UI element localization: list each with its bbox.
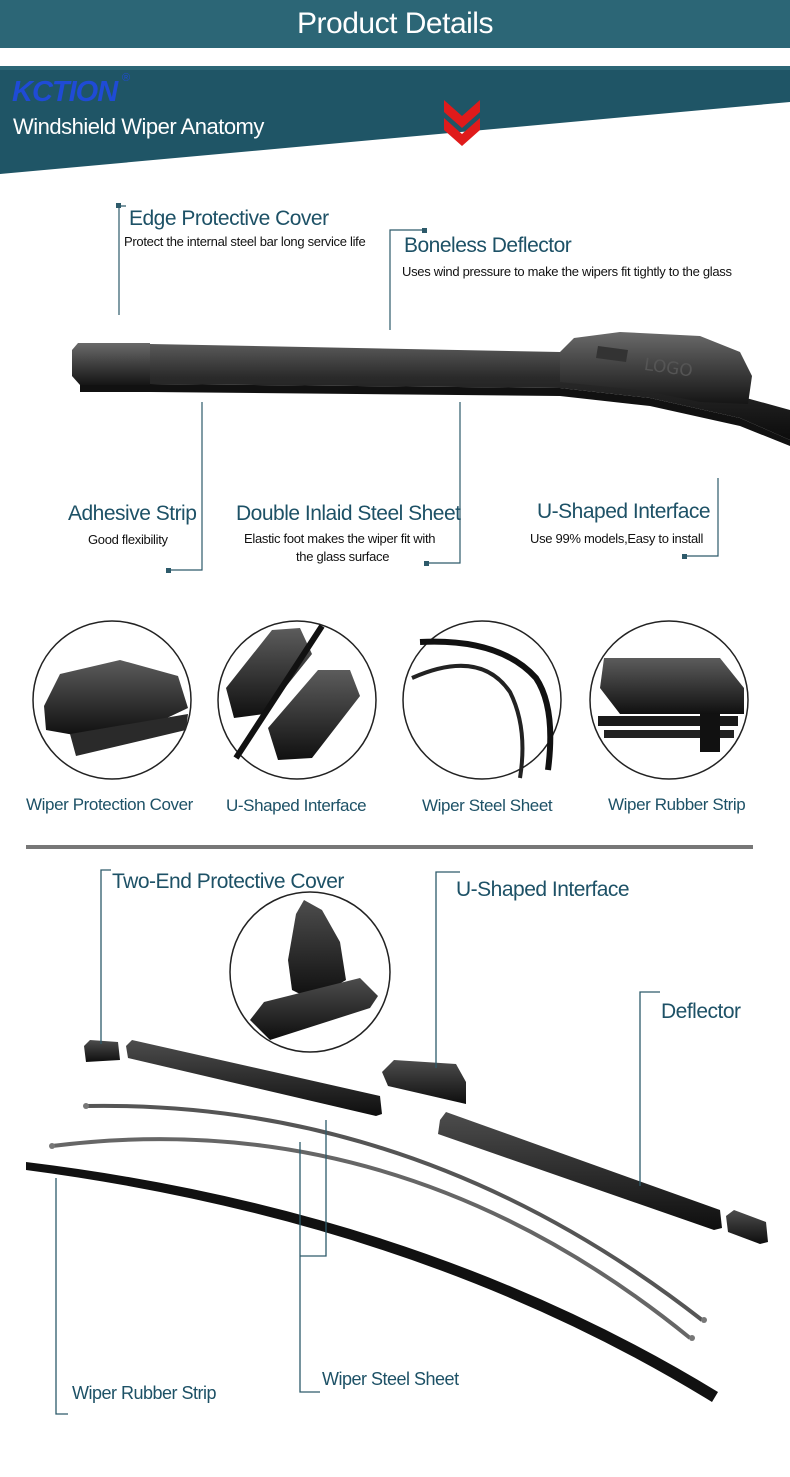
callout-desc-u-interface: Use 99% models,Easy to install [530,531,704,546]
callout-title-u-interface: U-Shaped Interface [537,500,711,523]
callout-title-edge-cover: Edge Protective Cover [129,207,329,230]
callout-desc-adhesive-strip: Good flexibility [88,532,168,547]
exploded-label-deflector: Deflector [661,1000,741,1023]
brand-logo: KCTION [12,76,118,108]
chevron-down-icon [444,100,480,146]
page-title: Product Details [297,7,493,40]
inset-circle-cover [229,891,391,1053]
exploded-label-interface: U-Shaped Interface [456,878,630,901]
banner-background [0,66,790,174]
callout-title-deflector: Boneless Deflector [404,234,572,257]
callout-desc-steel-sheet-1: Elastic foot makes the wiper fit with [244,531,436,546]
detail-label-rubber-strip: Wiper Rubber Strip [608,795,746,814]
banner-title: Windshield Wiper Anatomy [13,114,264,139]
exploded-label-cover: Two-End Protective Cover [112,870,344,893]
detail-circle-protection-cover [32,620,192,780]
section-divider [26,845,753,849]
exploded-label-rubber: Wiper Rubber Strip [72,1383,217,1403]
callout-desc-edge-cover: Protect the internal steel bar long serv… [124,234,366,249]
detail-circles [32,620,749,780]
header-bar: Product Details [0,0,790,48]
detail-label-u-interface: U-Shaped Interface [226,796,367,815]
svg-text:LOGO: LOGO [643,355,694,382]
detail-circle-steel-sheet [402,620,562,780]
exploded-view-illustration [26,869,768,1415]
detail-label-protection-cover: Wiper Protection Cover [26,795,193,814]
logo-emboss: LOGO [643,355,694,382]
callout-desc-steel-sheet-2: the glass surface [296,549,390,564]
detail-label-steel-sheet: Wiper Steel Sheet [422,796,553,815]
callout-title-steel-sheet: Double Inlaid Steel Sheet [236,502,461,525]
callout-title-adhesive-strip: Adhesive Strip [68,502,197,525]
exploded-label-steel: Wiper Steel Sheet [322,1369,459,1389]
detail-circle-rubber-strip [589,620,749,780]
registered-mark: ® [122,72,131,84]
callout-desc-deflector: Uses wind pressure to make the wipers fi… [402,264,732,279]
detail-circle-u-interface [217,620,377,780]
wiper-blade-illustration [72,203,790,573]
